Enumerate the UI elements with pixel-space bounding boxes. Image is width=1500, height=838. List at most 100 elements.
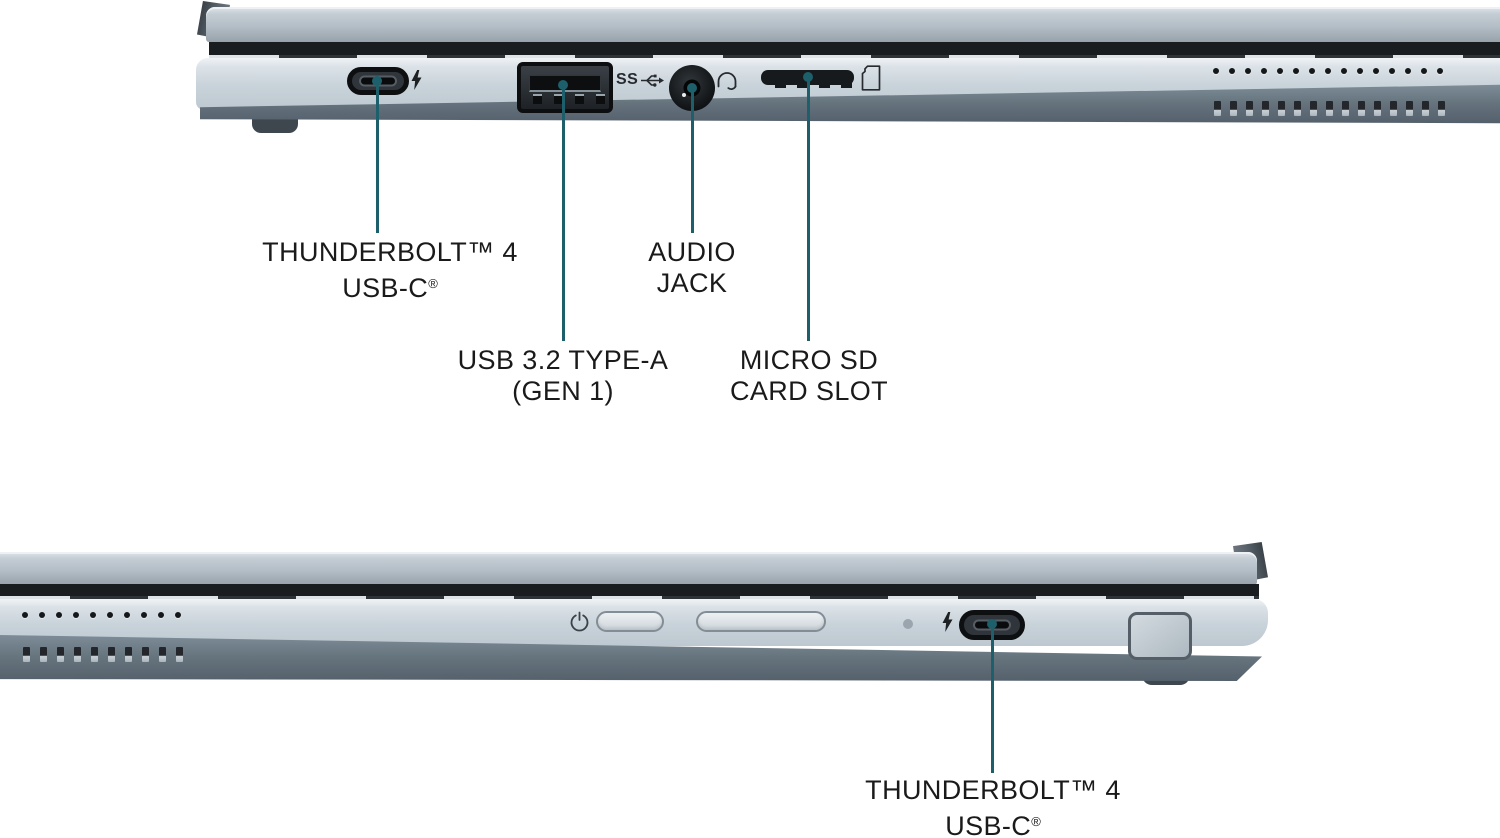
speaker-dot [1405,68,1411,74]
vent-slot [176,647,183,662]
label-line2: USB-C® [945,811,1041,838]
speaker-dot [124,612,130,618]
label-line1: THUNDERBOLT™ 4 [865,775,1121,805]
label-line2: (GEN 1) [512,376,614,406]
vent-slot [1358,101,1365,116]
speaker-dot [73,612,79,618]
usb-a-pin [533,94,542,104]
vent-slot [125,647,132,662]
status-led [903,619,913,629]
vent-slot [1214,101,1221,116]
speaker-dot [158,612,164,618]
speaker-holes [1213,68,1443,74]
label-line2: USB-C® [342,273,438,303]
speaker-dot [39,612,45,618]
vent-slot [1422,101,1429,116]
speaker-dot [1213,68,1219,74]
usb-superspeed-icon: SS [616,71,665,89]
callout-line [807,77,810,341]
label-line2: JACK [656,268,728,298]
speaker-dot [1277,68,1283,74]
headset-icon [714,68,740,99]
vent-slot [40,647,47,662]
laptop-lid-edge [0,552,1257,585]
registered-mark: ® [428,276,438,291]
thunderbolt-icon [941,612,954,637]
speaker-dot [1373,68,1379,74]
vent-slot [74,647,81,662]
speaker-holes [22,612,181,618]
sd-card-tab [775,83,786,88]
speaker-dot [1229,68,1235,74]
sd-card-tab [841,83,852,88]
label-line1: USB 3.2 TYPE-A [457,345,669,375]
vent-slot [1246,101,1253,116]
vent-slot [57,647,64,662]
thunderbolt-icon [410,70,423,95]
vent-slot [1326,101,1333,116]
cooling-vents [1214,101,1445,116]
hinge-latch [1128,612,1192,660]
sd-card-tab [797,83,808,88]
label-line1: AUDIO [648,237,736,267]
lid-base-gap [0,584,1259,598]
cooling-vents [23,647,183,662]
speaker-dot [141,612,147,618]
speaker-dot [1245,68,1251,74]
speaker-dot [1309,68,1315,74]
vent-slot [1294,101,1301,116]
usb-ss-label: SS [616,71,639,88]
label-line1: THUNDERBOLT™ 4 [262,237,518,267]
vent-slot [1342,101,1349,116]
vent-slot [1390,101,1397,116]
port-label-thunderbolt-top: THUNDERBOLT™ 4 USB-C® [230,237,550,304]
speaker-dot [1437,68,1443,74]
vent-slot [1374,101,1381,116]
vent-slot [1406,101,1413,116]
label-line1: MICRO SD [739,345,879,375]
lid-base-gap [209,42,1500,57]
vent-slot [1230,101,1237,116]
speaker-dot [1341,68,1347,74]
vent-slot [159,647,166,662]
speaker-dot [1261,68,1267,74]
speaker-dot [107,612,113,618]
callout-line [376,81,379,233]
label-line2: CARD SLOT [729,376,889,406]
usb-a-pin [596,94,605,104]
speaker-dot [90,612,96,618]
vent-slot [1262,101,1269,116]
port-label-thunderbolt-bottom: THUNDERBOLT™ 4 USB-C® [833,775,1153,838]
vent-slot [91,647,98,662]
vent-slot [1278,101,1285,116]
audio-jack-highlight [682,93,686,97]
vent-slot [1438,101,1445,116]
callout-line [562,85,565,341]
port-label-audio-jack: AUDIO JACK [592,237,792,299]
usb-a-pin [554,94,563,104]
power-button [596,611,664,632]
callout-line [991,624,994,773]
port-label-usb-a: USB 3.2 TYPE-A (GEN 1) [413,345,713,407]
micro-sd-card-icon [861,65,881,96]
vent-slot [1310,101,1317,116]
usb-a-pin [575,94,584,104]
speaker-dot [1325,68,1331,74]
lid-bumper-strip [209,55,1500,58]
speaker-dot [1293,68,1299,74]
port-label-micro-sd: MICRO SD CARD SLOT [679,345,939,407]
volume-rocker [696,611,826,632]
speaker-dot [22,612,28,618]
speaker-dot [1357,68,1363,74]
lid-bumper-strip [0,596,1259,599]
speaker-dot [56,612,62,618]
power-icon [569,611,590,637]
sd-card-tab [819,83,830,88]
speaker-dot [1389,68,1395,74]
speaker-dot [175,612,181,618]
speaker-dot [1421,68,1427,74]
vent-slot [142,647,149,662]
laptop-lid-edge [206,7,1500,42]
vent-slot [108,647,115,662]
